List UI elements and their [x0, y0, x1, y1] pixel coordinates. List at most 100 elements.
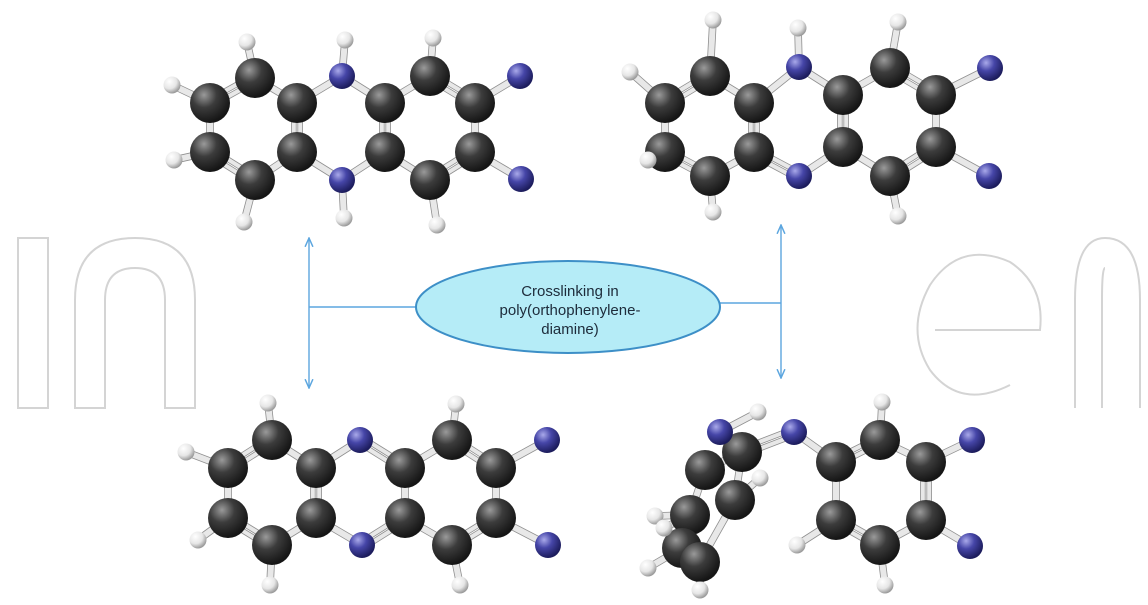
hydrogen-atom	[177, 443, 195, 461]
carbon-atom	[432, 420, 472, 460]
hydrogen-atom	[235, 213, 253, 231]
carbon-atom	[816, 442, 856, 482]
carbon-atom	[823, 127, 863, 167]
nitrogen-atom	[349, 532, 375, 558]
hydrogen-atom	[259, 394, 277, 412]
nitrogen-atom	[329, 167, 355, 193]
carbon-atom	[410, 56, 450, 96]
carbon-atom	[190, 132, 230, 172]
hydrogen-atom	[789, 19, 807, 37]
nitrogen-atom	[534, 427, 560, 453]
hydrogen-atom	[335, 209, 353, 227]
hydrogen-atom	[889, 13, 907, 31]
nitrogen-atom	[347, 427, 373, 453]
watermark-stroke-n-left	[74, 236, 196, 409]
carbon-atom	[722, 432, 762, 472]
hydrogen-atom	[163, 76, 181, 94]
carbon-atom	[685, 450, 725, 490]
carbon-atom	[277, 132, 317, 172]
nitrogen-atom	[508, 166, 534, 192]
nitrogen-atom	[535, 532, 561, 558]
carbon-atom	[190, 83, 230, 123]
carbon-atom	[296, 498, 336, 538]
bond-layer	[626, 16, 994, 220]
carbon-atom	[690, 56, 730, 96]
hydrogen-atom	[451, 576, 469, 594]
carbon-atom	[455, 83, 495, 123]
carbon-atom	[906, 442, 946, 482]
hydrogen-atom	[639, 151, 657, 169]
molecule-bottom-right	[639, 393, 985, 599]
carbon-atom	[235, 58, 275, 98]
carbon-atom	[916, 75, 956, 115]
hydrogen-atom	[428, 216, 446, 234]
carbon-atom	[870, 156, 910, 196]
carbon-atom	[645, 83, 685, 123]
carbon-atom	[860, 525, 900, 565]
carbon-atom	[916, 127, 956, 167]
molecule-bottom-left	[177, 394, 561, 594]
nitrogen-atom	[329, 63, 355, 89]
atom-layer	[639, 393, 985, 599]
hydrogen-atom	[788, 536, 806, 554]
connector-arrows	[309, 225, 781, 388]
atom-layer	[163, 29, 534, 234]
nitrogen-atom	[707, 419, 733, 445]
carbon-atom	[208, 498, 248, 538]
molecule-top-right	[621, 11, 1003, 225]
center-ellipse-shape	[415, 260, 721, 354]
carbon-atom	[365, 83, 405, 123]
carbon-atom	[365, 132, 405, 172]
molecule-top-left	[163, 29, 534, 234]
hydrogen-atom	[749, 403, 767, 421]
carbon-atom	[870, 48, 910, 88]
hydrogen-atom	[691, 581, 709, 599]
carbon-atom	[734, 83, 774, 123]
carbon-atom	[235, 160, 275, 200]
carbon-atom	[208, 448, 248, 488]
hydrogen-atom	[873, 393, 891, 411]
hydrogen-atom	[189, 531, 207, 549]
carbon-atom	[252, 420, 292, 460]
nitrogen-atom	[786, 54, 812, 80]
watermark-stroke-n-right	[1074, 236, 1141, 408]
center-label-ellipse	[415, 260, 721, 354]
atom-layer	[177, 394, 561, 594]
nitrogen-atom	[781, 419, 807, 445]
carbon-atom	[860, 420, 900, 460]
carbon-atom	[296, 448, 336, 488]
hydrogen-atom	[876, 576, 894, 594]
hydrogen-atom	[646, 507, 664, 525]
hydrogen-atom	[889, 207, 907, 225]
hydrogen-atom	[751, 469, 769, 487]
nitrogen-atom	[976, 163, 1002, 189]
hydrogen-atom	[639, 559, 657, 577]
carbon-atom	[734, 132, 774, 172]
hydrogen-atom	[261, 576, 279, 594]
hydrogen-atom	[655, 519, 673, 537]
watermark-stroke-e-right	[916, 253, 1042, 396]
carbon-atom	[277, 83, 317, 123]
carbon-atom	[816, 500, 856, 540]
carbon-atom	[432, 525, 472, 565]
carbon-atom	[906, 500, 946, 540]
hydrogen-atom	[238, 33, 256, 51]
hydrogen-atom	[165, 151, 183, 169]
nitrogen-atom	[957, 533, 983, 559]
hydrogen-atom	[424, 29, 442, 47]
hydrogen-atom	[704, 203, 722, 221]
carbon-atom	[476, 448, 516, 488]
carbon-atom	[455, 132, 495, 172]
hydrogen-atom	[704, 11, 722, 29]
carbon-atom	[715, 480, 755, 520]
nitrogen-atom	[786, 163, 812, 189]
nitrogen-atom	[977, 55, 1003, 81]
carbon-atom	[690, 156, 730, 196]
nitrogen-atom	[959, 427, 985, 453]
carbon-atom	[823, 75, 863, 115]
carbon-atom	[670, 495, 710, 535]
nitrogen-atom	[507, 63, 533, 89]
hydrogen-atom	[336, 31, 354, 49]
